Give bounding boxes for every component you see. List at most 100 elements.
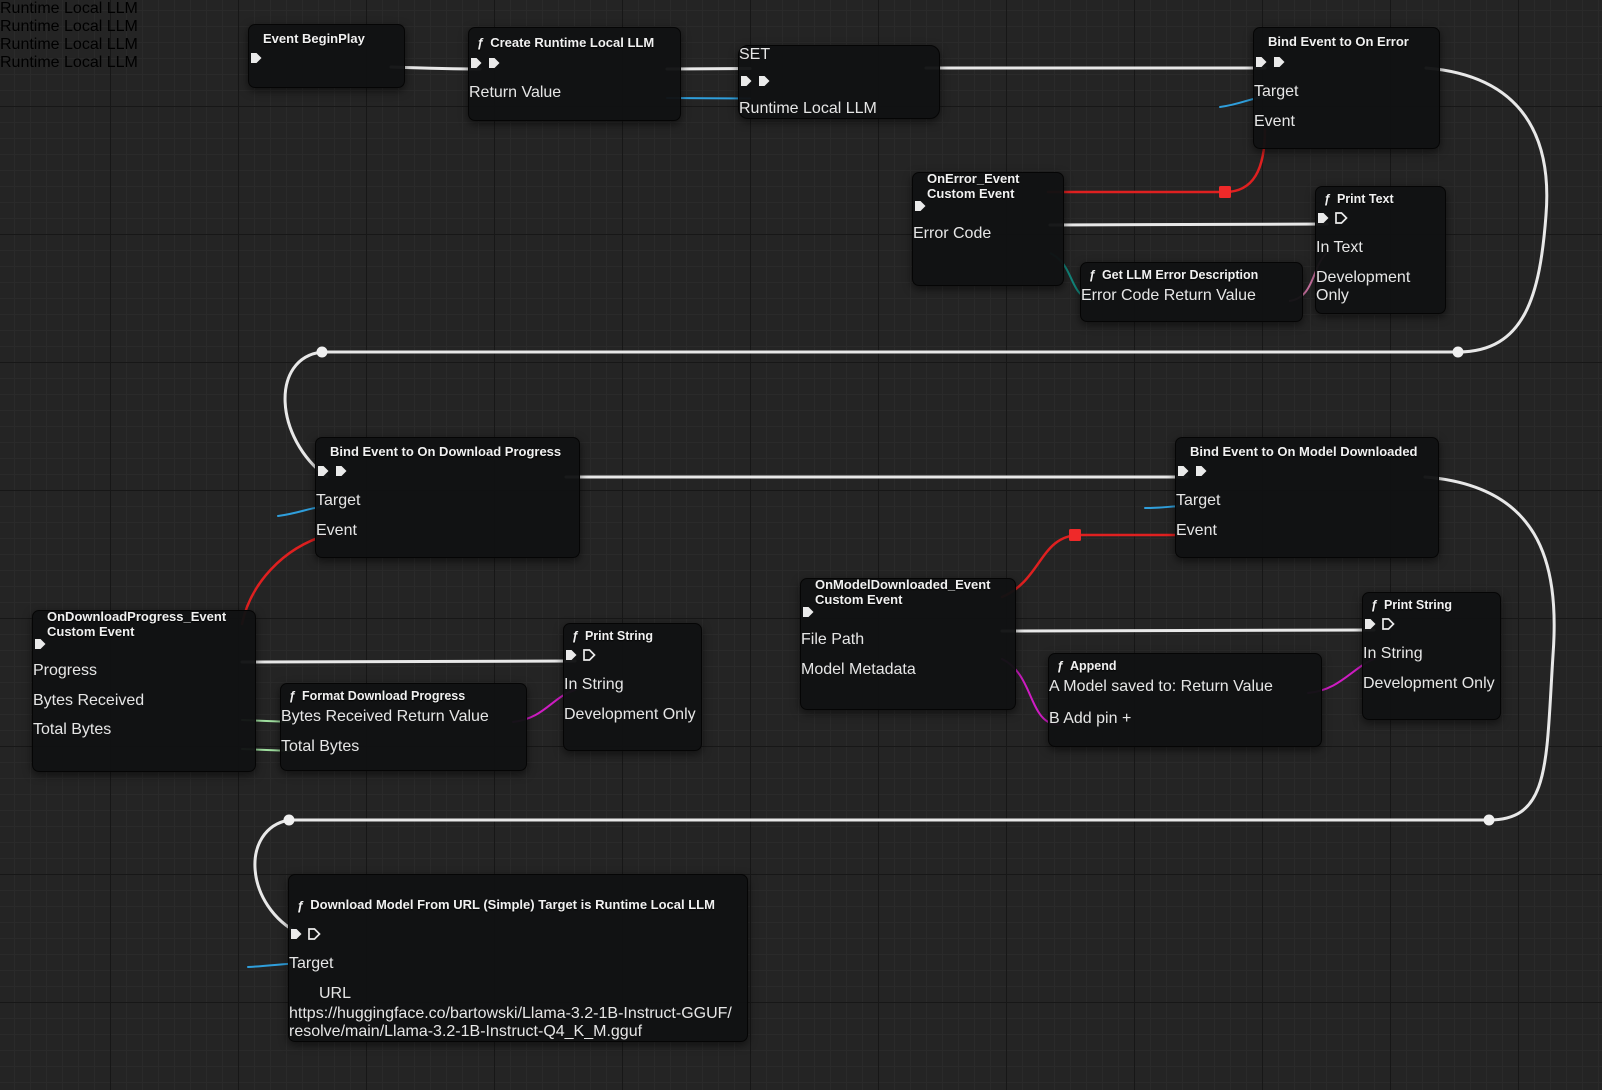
- reroute-node: [1452, 346, 1464, 358]
- exec-output-pin[interactable]: [801, 605, 815, 619]
- node-set-runtime-local-llm[interactable]: SET Runtime Local LLM: [738, 45, 940, 119]
- exec-output-pin[interactable]: [1194, 464, 1208, 478]
- exec-output-pin[interactable]: [1272, 55, 1286, 69]
- node-subtitle: Custom Event: [815, 592, 903, 607]
- node-print-string-left[interactable]: ƒ Print String In String Development Onl…: [563, 623, 702, 751]
- node-print-text[interactable]: ƒ Print Text In Text Development Only: [1315, 186, 1446, 314]
- pin-label: Target: [1254, 83, 1299, 100]
- node-onerror-event[interactable]: OnError_Event Custom Event Error Code: [912, 171, 1064, 286]
- pin-label: In String: [564, 676, 624, 693]
- exec-output-pin[interactable]: [307, 927, 322, 941]
- node-append[interactable]: ƒ Append A Model saved to: Return Value …: [1048, 653, 1322, 747]
- node-title: Format Download Progress: [301, 689, 466, 703]
- variable-get-runtime-local-llm[interactable]: Runtime Local LLM: [0, 36, 155, 54]
- add-pin-label: Add pin: [1063, 710, 1118, 727]
- pin-label: Model Metadata: [801, 661, 916, 678]
- pin-label: Target: [289, 955, 334, 972]
- pin-label: Bytes Received: [281, 708, 393, 725]
- exec-input-pin[interactable]: [469, 56, 483, 70]
- node-format-download-progress[interactable]: ƒ Format Download Progress Bytes Receive…: [280, 683, 527, 771]
- variable-label: Runtime Local LLM: [0, 54, 138, 71]
- function-icon: ƒ: [572, 629, 579, 643]
- node-title: Print Text: [1336, 192, 1394, 206]
- exec-input-pin[interactable]: [1254, 55, 1268, 69]
- function-icon: ƒ: [1324, 192, 1331, 206]
- exec-output-pin[interactable]: [1334, 211, 1349, 225]
- node-title: OnError_Event: [927, 171, 1020, 186]
- exec-output-pin[interactable]: [582, 648, 597, 662]
- pin-label: Return Value: [469, 84, 562, 101]
- node-onmodeldownloaded-event[interactable]: OnModelDownloaded_Event Custom Event Fil…: [800, 577, 1016, 710]
- node-title: Get LLM Error Description: [1101, 268, 1259, 282]
- pin-label: Target: [1176, 492, 1221, 509]
- node-title: Bind Event to On Download Progress: [330, 443, 562, 459]
- url-label: URL: [319, 985, 352, 1002]
- a-value-field[interactable]: Model saved to:: [1063, 678, 1177, 695]
- pin-label: In String: [1363, 645, 1423, 662]
- function-icon: ƒ: [1371, 598, 1378, 612]
- development-only-banner: Development Only: [1363, 675, 1495, 692]
- url-value-field[interactable]: https://huggingface.co/bartowski/Llama-3…: [289, 1005, 732, 1040]
- delegate-wire: [1000, 533, 1189, 599]
- exec-output-pin[interactable]: [1381, 617, 1396, 631]
- exec-output-pin[interactable]: [487, 56, 501, 70]
- pin-label: A: [1049, 678, 1059, 695]
- pin-label: Total Bytes: [33, 721, 112, 738]
- pin-label: Return Value: [396, 708, 489, 725]
- function-icon: ƒ: [297, 897, 305, 913]
- pin-label: Return Value: [1180, 678, 1273, 695]
- node-download-model-from-url[interactable]: ƒ Download Model From URL (Simple) Targe…: [288, 874, 748, 1042]
- node-bind-event-to-on-download-progress[interactable]: Bind Event to On Download Progress Targe…: [315, 437, 580, 558]
- variable-get-runtime-local-llm[interactable]: Runtime Local LLM: [0, 54, 152, 72]
- function-icon: ƒ: [289, 689, 296, 703]
- node-subtitle: Target is Runtime Local LLM: [538, 896, 715, 912]
- node-print-string-right[interactable]: ƒ Print String In String Development Onl…: [1362, 592, 1501, 720]
- pin-label: B: [1049, 710, 1060, 727]
- variable-get-runtime-local-llm[interactable]: Runtime Local LLM: [0, 18, 150, 36]
- exec-output-pin[interactable]: [249, 51, 263, 65]
- exec-wire: [1048, 222, 1329, 227]
- exec-input-pin[interactable]: [739, 74, 753, 88]
- exec-input-pin[interactable]: [289, 927, 303, 941]
- variable-label: Runtime Local LLM: [0, 0, 138, 17]
- node-bind-event-to-on-error[interactable]: Bind Event to On Error Target Event: [1253, 27, 1440, 149]
- node-bind-event-to-on-model-downloaded[interactable]: Bind Event to On Model Downloaded Target…: [1175, 437, 1439, 558]
- node-create-runtime-local-llm[interactable]: ƒ Create Runtime Local LLM Return Value: [468, 27, 681, 121]
- pin-label: Event: [1254, 113, 1295, 130]
- exec-input-pin[interactable]: [1176, 464, 1190, 478]
- exec-input-pin[interactable]: [316, 464, 330, 478]
- node-title: Download Model From URL (Simple): [310, 896, 535, 912]
- function-icon: ƒ: [1089, 268, 1096, 282]
- exec-output-pin[interactable]: [334, 464, 348, 478]
- development-only-banner: Development Only: [564, 706, 696, 723]
- exec-input-pin[interactable]: [1316, 211, 1330, 225]
- exec-output-pin[interactable]: [913, 199, 927, 213]
- exec-output-pin[interactable]: [757, 74, 771, 88]
- variable-label: Runtime Local LLM: [0, 18, 138, 35]
- pin-label: Event: [316, 522, 357, 539]
- node-subtitle: Custom Event: [927, 186, 1015, 201]
- exec-input-pin[interactable]: [564, 648, 578, 662]
- node-title: Append: [1069, 659, 1117, 673]
- pin-label: Progress: [33, 662, 98, 679]
- pin-label: Bytes Received: [33, 692, 145, 709]
- node-subtitle: Custom Event: [47, 624, 135, 639]
- node-ondownloadprogress-event[interactable]: OnDownloadProgress_Event Custom Event Pr…: [32, 609, 256, 772]
- variable-get-runtime-local-llm[interactable]: Runtime Local LLM: [0, 0, 150, 18]
- node-title: Bind Event to On Model Downloaded: [1190, 443, 1418, 459]
- node-get-llm-error-description[interactable]: ƒ Get LLM Error Description Error Code R…: [1080, 262, 1303, 322]
- node-title: OnModelDownloaded_Event: [815, 577, 991, 592]
- pin-label: Error Code: [913, 225, 992, 242]
- pin-label: Error Code: [1081, 287, 1160, 304]
- add-pin-icon[interactable]: +: [1121, 710, 1132, 727]
- pin-label: Runtime Local LLM: [739, 100, 877, 117]
- reroute-node: [1483, 814, 1495, 826]
- pin-label: Return Value: [1163, 287, 1256, 304]
- pin-label: File Path: [801, 631, 865, 648]
- function-icon: ƒ: [1057, 659, 1064, 673]
- delegate-wire: [1046, 127, 1267, 194]
- exec-input-pin[interactable]: [1363, 617, 1377, 631]
- node-event-beginplay[interactable]: Event BeginPlay: [248, 24, 405, 88]
- exec-output-pin[interactable]: [33, 637, 47, 651]
